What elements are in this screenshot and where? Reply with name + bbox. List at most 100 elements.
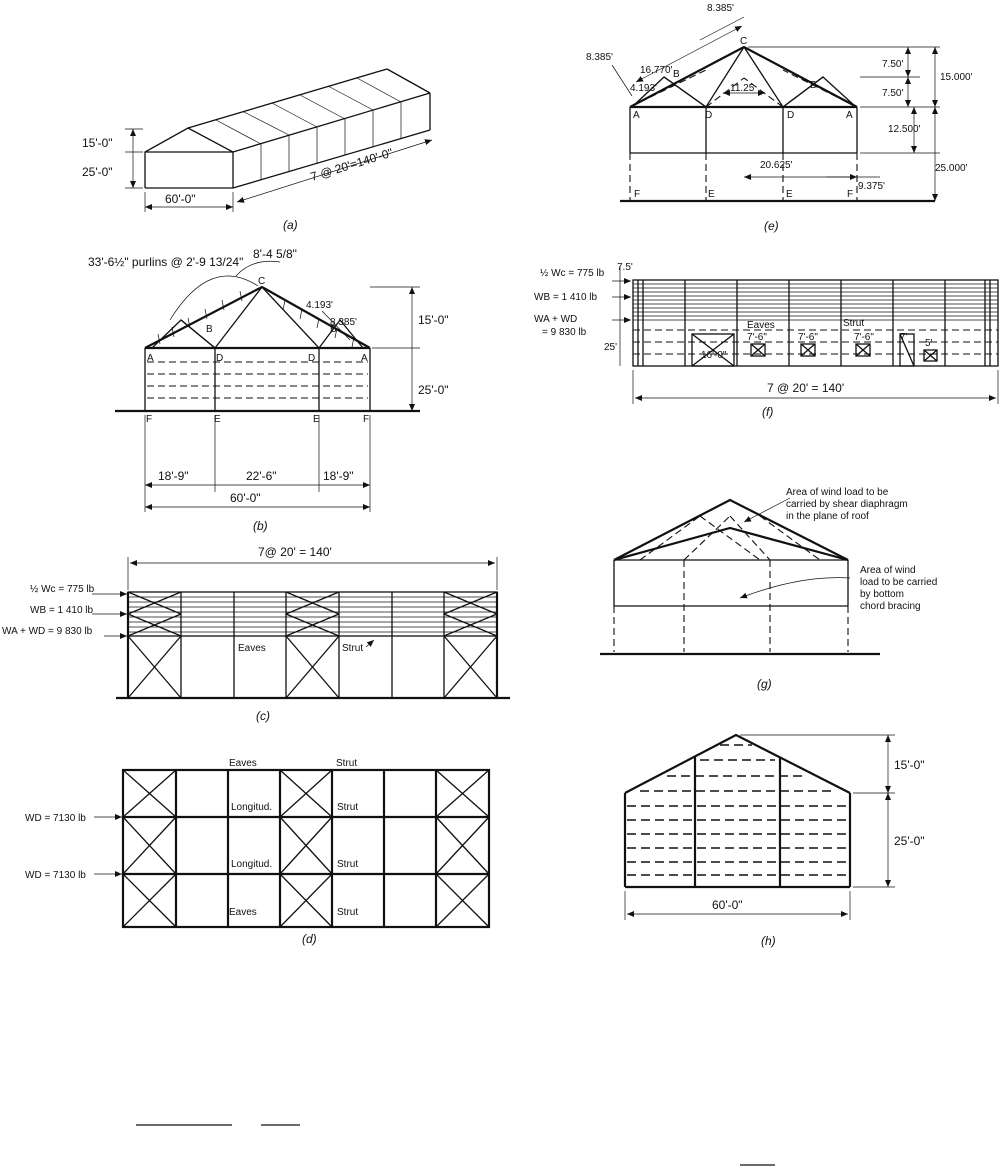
b-roof-height: 15'-0"	[418, 313, 449, 327]
svg-text:E: E	[708, 189, 715, 200]
c-length: 7@ 20' = 140'	[258, 545, 332, 559]
f-door-2: 7'-6"	[747, 332, 767, 343]
purlin-note: 33'-6½" purlins @ 2'-9 13/24"	[88, 255, 243, 269]
svg-text:A: A	[846, 110, 853, 121]
c-eaves: Eaves	[238, 643, 266, 654]
f-load-ad2: = 9 830 lb	[542, 327, 587, 338]
c-strut: Strut	[342, 643, 363, 654]
svg-text:A: A	[361, 353, 368, 364]
e-4193: 4.193'	[630, 83, 657, 94]
e-left: 8.385'	[586, 52, 613, 63]
panel-d: Eaves Strut Longitud. Strut Longitud. St…	[25, 758, 491, 946]
e-12500: 12.500'	[888, 124, 921, 135]
panel-g: Area of wind load to be carried by shear…	[600, 487, 937, 691]
b-width: 60'-0"	[230, 491, 261, 505]
e-750b: 7.50'	[882, 88, 903, 99]
caption-c: (c)	[256, 709, 270, 723]
svg-text:B: B	[330, 324, 337, 335]
e-16770: 16.770'	[640, 65, 673, 76]
svg-text:B: B	[673, 69, 680, 80]
panel-length: 4.193'	[306, 300, 333, 311]
g-note-chord-1: Area of wind	[860, 565, 916, 576]
purlin-spacing: 8'-4 5/8"	[253, 247, 297, 261]
d-load-1: WD = 7130 lb	[25, 813, 86, 824]
h-width: 60'-0"	[712, 898, 743, 912]
f-load-b: WB = 1 410 lb	[534, 292, 598, 303]
d-eaves-top: Eaves	[229, 758, 257, 769]
svg-text:D: D	[705, 110, 712, 121]
bay-mid: 22'-6"	[246, 469, 277, 483]
panel-a: 15'-0" 25'-0" 60'-0" 7 @ 20'=140'-0" (a)	[82, 68, 433, 232]
f-h75: 7.5'	[617, 262, 633, 273]
f-load-ad1: WA + WD	[534, 314, 577, 325]
svg-text:C: C	[740, 36, 747, 47]
e-1125: 11.25	[730, 83, 755, 94]
f-length: 7 @ 20' = 140'	[767, 381, 844, 395]
f-door-3: 7'-6"	[798, 332, 818, 343]
f-eaves: Eaves	[747, 320, 775, 331]
svg-text:F: F	[634, 189, 640, 200]
panel-b: A B C D D B A F E E F 33'-6½" purlins @ …	[88, 247, 449, 533]
page-fragments	[136, 1124, 775, 1166]
e-15000: 15.000'	[940, 72, 973, 83]
svg-text:F: F	[146, 414, 152, 425]
d-longitud-2: Longitud.	[231, 859, 272, 870]
svg-text:E: E	[313, 414, 320, 425]
dim-roof-height: 15'-0"	[82, 136, 113, 150]
g-note-chord-4: chord bracing	[860, 601, 921, 612]
f-load-c: ½ Wc = 775 lb	[540, 268, 605, 279]
panel-e: A B C D D B A F E E F 16.770' 8.385' 8.3…	[586, 3, 973, 233]
d-load-2: WD = 7130 lb	[25, 870, 86, 881]
h-roof-height: 15'-0"	[894, 758, 925, 772]
panel-f: 16'-0" 7'-6" 7'-6" 7'-6" 7' 5' Eaves Str…	[534, 262, 999, 419]
bay-right: 18'-9"	[323, 469, 354, 483]
d-longitud-1: Longitud.	[231, 802, 272, 813]
svg-text:A: A	[147, 353, 154, 364]
caption-f: (f)	[762, 405, 773, 419]
svg-text:D: D	[308, 353, 315, 364]
g-note-roof-3: in the plane of roof	[786, 511, 869, 522]
c-load-ad: WA + WD = 9 830 lb	[2, 626, 93, 637]
d-strut-1: Strut	[336, 758, 357, 769]
e-20625: 20.625'	[760, 160, 793, 171]
c-load-b: WB = 1 410 lb	[30, 605, 94, 616]
g-note-chord-3: by bottom	[860, 589, 904, 600]
e-top: 8.385'	[707, 3, 734, 14]
h-wall-height: 25'-0"	[894, 834, 925, 848]
caption-a: (a)	[283, 218, 298, 232]
caption-b: (b)	[253, 519, 268, 533]
dim-width: 60'-0"	[165, 192, 196, 206]
bay-left: 18'-9"	[158, 469, 189, 483]
svg-text:D: D	[216, 353, 223, 364]
panel-h: 15'-0" 25'-0" 60'-0" (h)	[623, 733, 925, 948]
d-eaves-bottom: Eaves	[229, 907, 257, 918]
e-25000: 25.000'	[935, 163, 968, 174]
caption-e: (e)	[764, 219, 779, 233]
f-door-5: 7'	[900, 332, 908, 343]
e-9375: 9.375'	[858, 181, 885, 192]
f-h25: 25'	[604, 342, 617, 353]
dim-wall-height: 25'-0"	[82, 165, 113, 179]
g-note-roof-2: carried by shear diaphragm	[786, 499, 908, 510]
svg-text:B: B	[206, 324, 213, 335]
slope-length: 8.385'	[330, 317, 357, 328]
d-strut-2: Strut	[337, 802, 358, 813]
f-door-6: 5'	[925, 338, 933, 349]
caption-h: (h)	[761, 934, 776, 948]
d-strut-4: Strut	[337, 907, 358, 918]
svg-text:D: D	[787, 110, 794, 121]
f-door-4: 7'-6"	[854, 332, 874, 343]
svg-text:F: F	[847, 189, 853, 200]
b-wall-height: 25'-0"	[418, 383, 449, 397]
svg-text:F: F	[363, 414, 369, 425]
caption-g: (g)	[757, 677, 772, 691]
f-door-1: 16'-0"	[701, 350, 727, 361]
svg-text:B: B	[810, 80, 817, 91]
svg-text:C: C	[258, 276, 265, 287]
caption-d: (d)	[302, 932, 317, 946]
svg-text:A: A	[633, 110, 640, 121]
e-750a: 7.50'	[882, 59, 903, 70]
g-note-chord-2: load to be carried	[860, 577, 937, 588]
d-strut-3: Strut	[337, 859, 358, 870]
